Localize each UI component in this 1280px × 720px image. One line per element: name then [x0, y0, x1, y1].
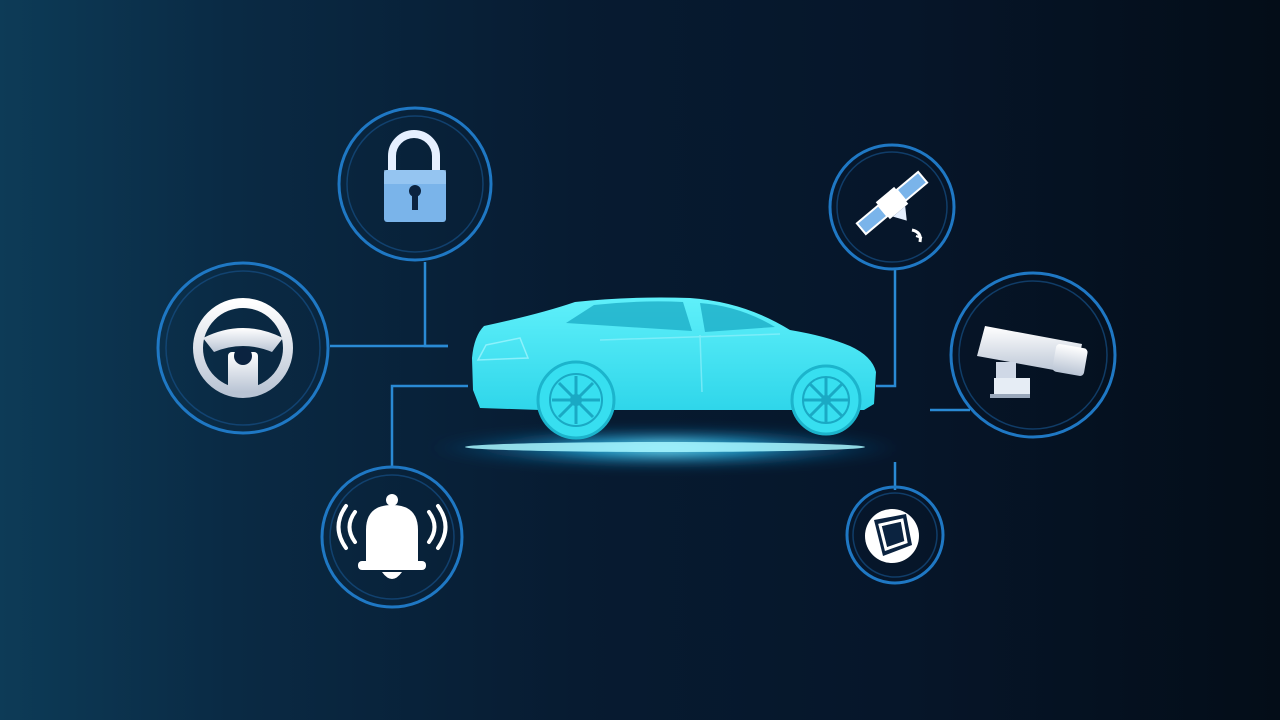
connector-satellite: [876, 270, 897, 388]
car-front-wheel: [536, 360, 616, 440]
steering-wheel-icon: [193, 298, 293, 398]
padlock-node: [337, 106, 493, 262]
security-camera-node: [949, 271, 1117, 439]
connected-car: [472, 297, 876, 440]
sensor-node: [845, 485, 945, 585]
sensor-icon: [865, 509, 919, 563]
satellite-node: [828, 143, 956, 271]
car-rear-wheel: [790, 364, 862, 436]
steering-wheel-node: [156, 261, 330, 435]
connector-padlock: [423, 262, 448, 348]
floor-glow: [425, 428, 905, 468]
satellite-icon: [855, 170, 929, 236]
security-camera-icon: [977, 326, 1088, 398]
car-body: [472, 297, 876, 410]
connector-lines: [330, 262, 970, 490]
alarm-bell-node: [320, 465, 464, 609]
alarm-bell-icon: [336, 494, 448, 579]
car-windows: [566, 301, 775, 332]
connector-bell: [390, 384, 468, 468]
padlock-icon: [384, 130, 446, 222]
